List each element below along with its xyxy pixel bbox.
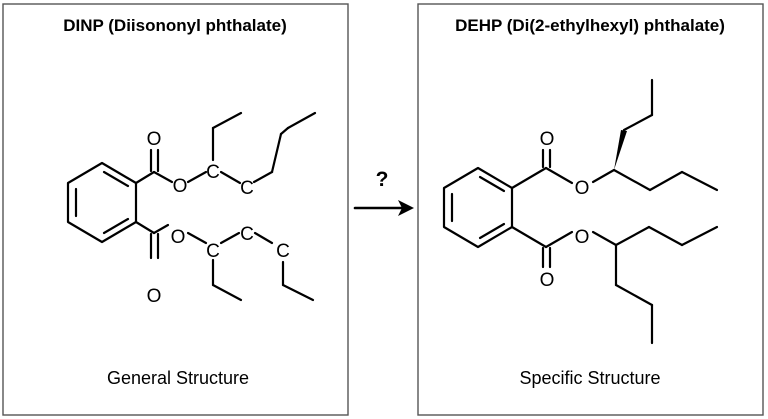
left-panel: DINP (Diisononyl phthalate) O O C C xyxy=(2,3,349,416)
left-bond xyxy=(253,231,274,245)
left-bond xyxy=(281,283,315,302)
left-bond xyxy=(219,170,242,185)
left-lower-ester: O O C C C xyxy=(134,220,315,307)
right-bond xyxy=(614,225,651,247)
left-bond xyxy=(270,132,283,174)
left-bond xyxy=(219,231,241,245)
right-bond xyxy=(622,113,654,132)
left-bond xyxy=(186,231,208,245)
right-bond xyxy=(544,166,574,185)
right-panel: DEHP (Di(2-ethylhexyl) phthalate) O O xyxy=(417,3,764,416)
right-bond xyxy=(510,225,548,249)
right-panel-frame xyxy=(417,3,764,416)
right-ester-oxygen-label: O xyxy=(575,227,590,248)
right-wedge-bond xyxy=(614,130,627,170)
left-carbon-label: C xyxy=(276,241,290,262)
left-bond xyxy=(134,170,156,185)
left-carbon-label: C xyxy=(206,162,220,183)
right-bond xyxy=(680,225,719,247)
left-ring-inner-bond xyxy=(102,217,130,235)
right-bond xyxy=(612,168,652,192)
right-panel-title: DEHP (Di(2-ethylhexyl) phthalate) xyxy=(455,16,725,35)
right-lower-ester: O O xyxy=(510,225,719,345)
right-carbonyl-oxygen-label: O xyxy=(540,270,555,291)
right-bond xyxy=(544,230,574,249)
left-bond xyxy=(252,170,274,184)
left-bond xyxy=(286,111,317,130)
right-bond xyxy=(510,166,548,190)
left-panel-frame xyxy=(2,3,349,416)
left-carbon-label: C xyxy=(240,178,254,199)
left-carbonyl-oxygen-label: O xyxy=(147,129,162,150)
left-carbon-label: C xyxy=(240,224,254,245)
left-carbonyl-oxygen-label: O xyxy=(147,286,162,307)
left-ester-oxygen-label: O xyxy=(171,227,186,248)
left-carbon-label: C xyxy=(206,241,220,262)
right-upper-ester: O O xyxy=(510,78,719,199)
right-carbonyl-oxygen-label: O xyxy=(540,129,555,150)
left-bond xyxy=(134,220,156,235)
right-bond xyxy=(680,170,719,192)
left-upper-ester: O O C C xyxy=(134,111,317,199)
right-ester-oxygen-label: O xyxy=(575,178,590,199)
right-ring-inner-bond xyxy=(478,222,506,240)
transition-arrow: ? xyxy=(353,168,414,216)
left-ester-oxygen-label: O xyxy=(173,176,188,197)
right-ring-inner-bond xyxy=(478,175,506,193)
left-bond xyxy=(211,283,243,302)
right-bond xyxy=(591,230,618,247)
left-panel-caption: General Structure xyxy=(107,368,249,388)
right-bond xyxy=(614,283,654,307)
left-panel-title: DINP (Diisononyl phthalate) xyxy=(63,16,287,35)
left-bond xyxy=(152,170,174,184)
left-bond xyxy=(211,111,243,130)
left-bond xyxy=(279,126,290,136)
right-benzene-ring xyxy=(442,166,514,249)
right-bond xyxy=(648,170,684,192)
right-bond xyxy=(591,168,616,184)
right-panel-caption: Specific Structure xyxy=(519,368,660,388)
right-bond xyxy=(647,225,684,247)
question-mark-label: ? xyxy=(376,168,389,191)
left-bond xyxy=(186,170,208,184)
left-ring-inner-bond xyxy=(102,170,130,188)
left-bond xyxy=(152,223,170,235)
arrow-head-icon xyxy=(398,200,414,216)
